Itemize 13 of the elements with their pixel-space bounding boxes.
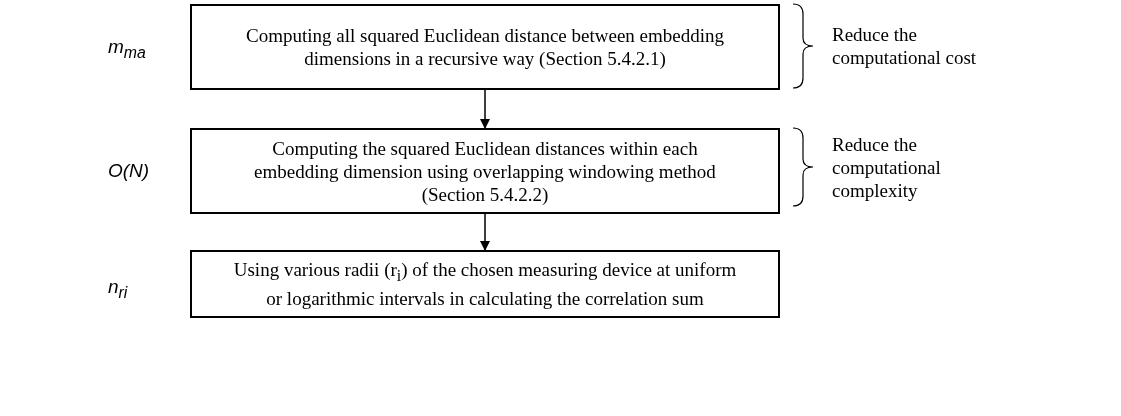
brace-note: Reduce the computational complexity (832, 132, 942, 202)
side-label: m$_{ma}$ (108, 36, 146, 62)
box-text: Using various radii (r$_{i}$) of the chosen measuring device at uniform or logarithmic intervals in calculating the correlation sum (232, 258, 738, 310)
process-box (190, 128, 780, 214)
process-box (190, 250, 780, 318)
box-text: Computing all squared Euclidean distance between embedding dimensions in a recursive way (Section 5.4.2.1) (245, 24, 725, 70)
side-label: n$_{ri}$ (108, 276, 128, 302)
box-text: Computing the squared Euclidean distances within each embedding dimension using overlapping windowing method (Section 5.4.2.2) (253, 136, 717, 206)
side-label: O(N) (108, 160, 150, 182)
arrow (480, 213, 490, 251)
process-box (190, 4, 780, 90)
brace-note: Reduce the computational cost (832, 23, 978, 69)
arrow (480, 89, 490, 129)
